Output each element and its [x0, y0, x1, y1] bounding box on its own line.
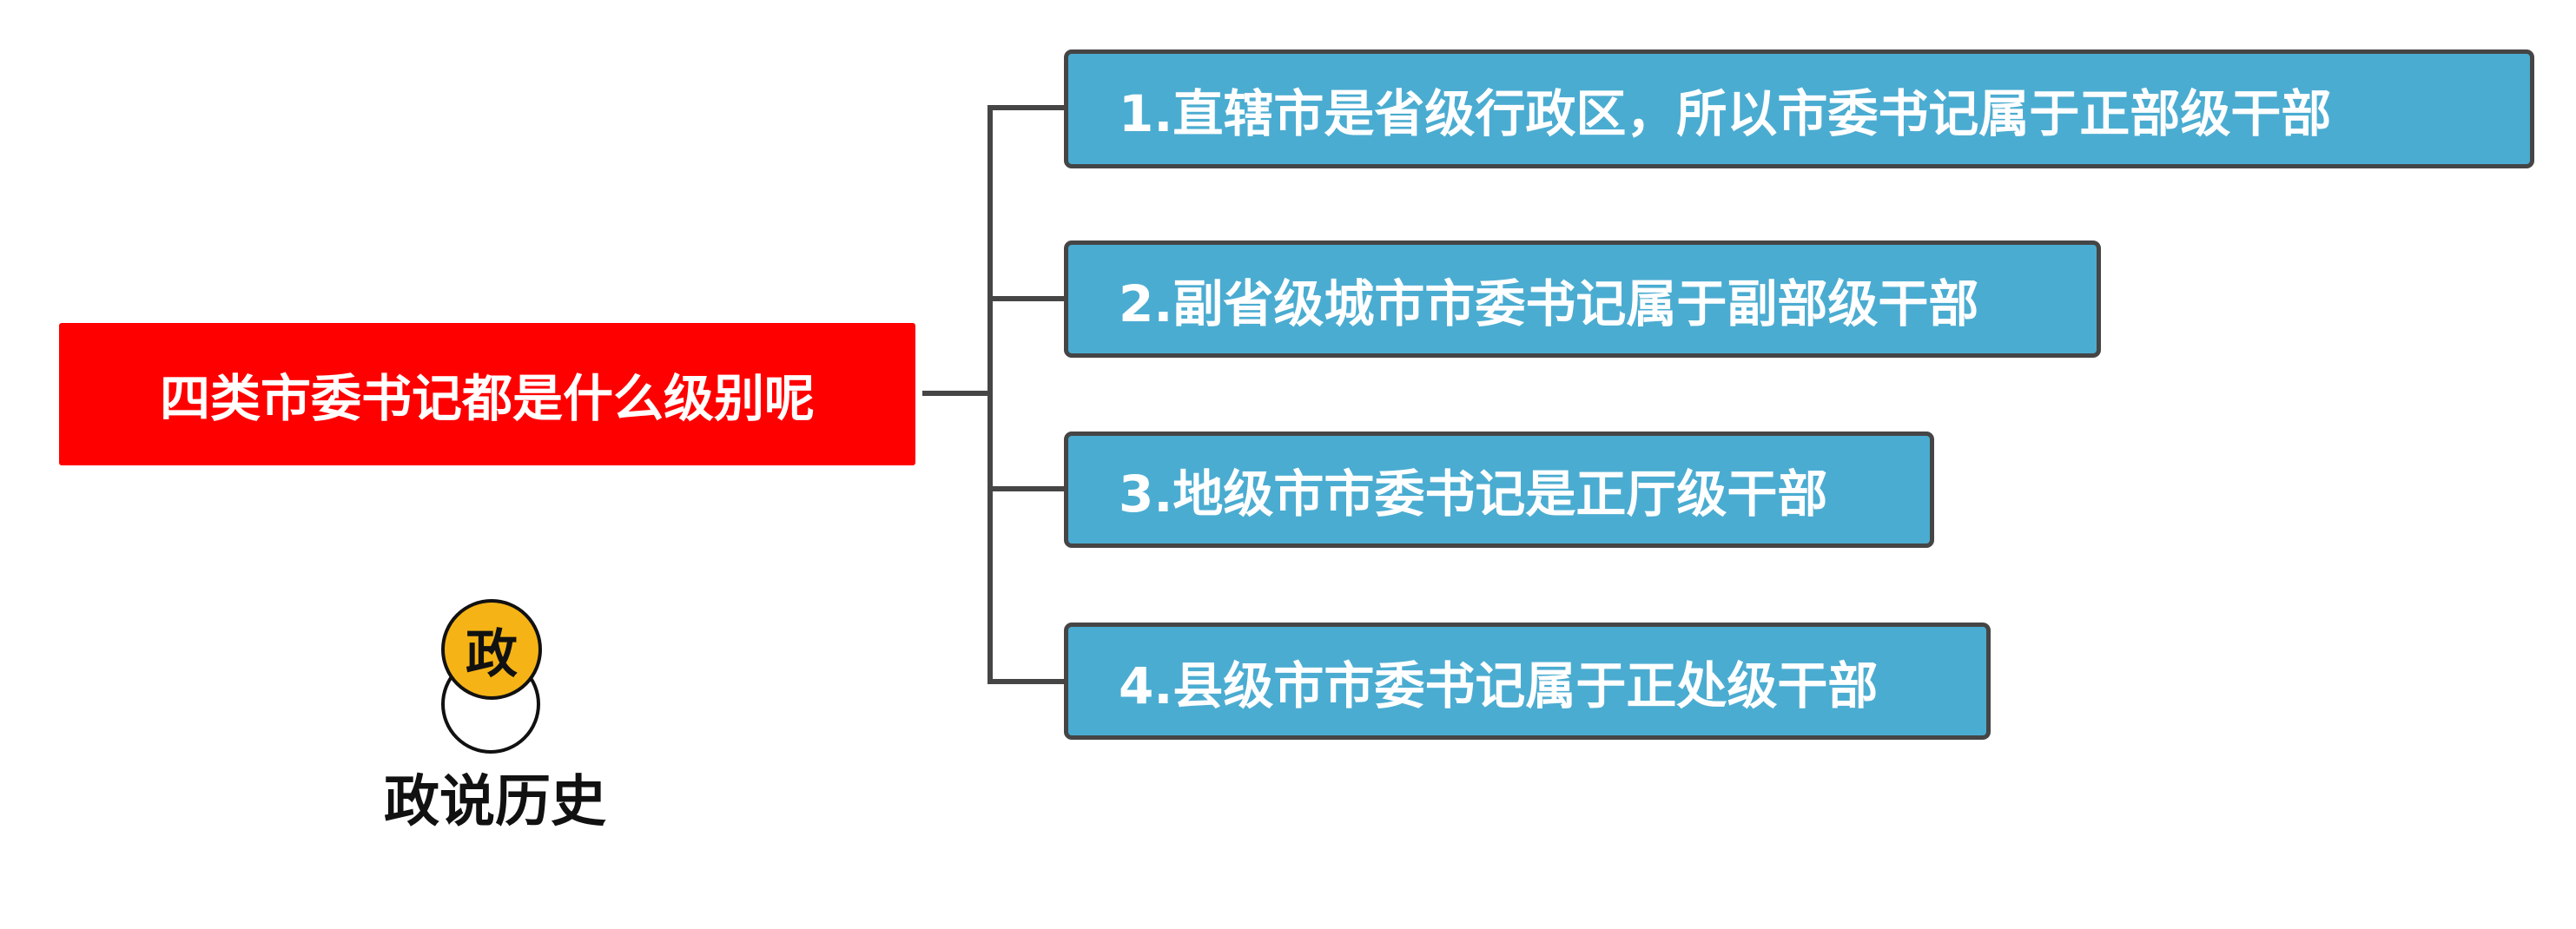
child-node-label: 3.地级市市委书记是正厅级干部	[1119, 464, 1828, 524]
logo-badge: 政	[441, 599, 542, 700]
root-node-label: 四类市委书记都是什么级别呢	[159, 369, 815, 428]
child-node-label: 1.直辖市是省级行政区，所以市委书记属于正部级干部	[1119, 83, 2332, 143]
watermark-logo: 政 政说历史	[373, 596, 617, 834]
mindmap-child-node-2: 2.副省级城市市委书记属于副部级干部	[1064, 240, 2101, 358]
mindmap-root-node: 四类市委书记都是什么级别呢	[59, 323, 915, 465]
child-node-label: 4.县级市市委书记属于正处级干部	[1119, 656, 1879, 715]
mindmap-child-node-3: 3.地级市市委书记是正厅级干部	[1064, 432, 1934, 548]
logo-badge-char: 政	[466, 623, 518, 685]
child-node-label: 2.副省级城市市委书记属于副部级干部	[1119, 273, 1979, 333]
mindmap-child-node-1: 1.直辖市是省级行政区，所以市委书记属于正部级干部	[1064, 49, 2534, 168]
logo-name: 政说历史	[384, 769, 606, 834]
mindmap-child-node-4: 4.县级市市委书记属于正处级干部	[1064, 623, 1991, 740]
